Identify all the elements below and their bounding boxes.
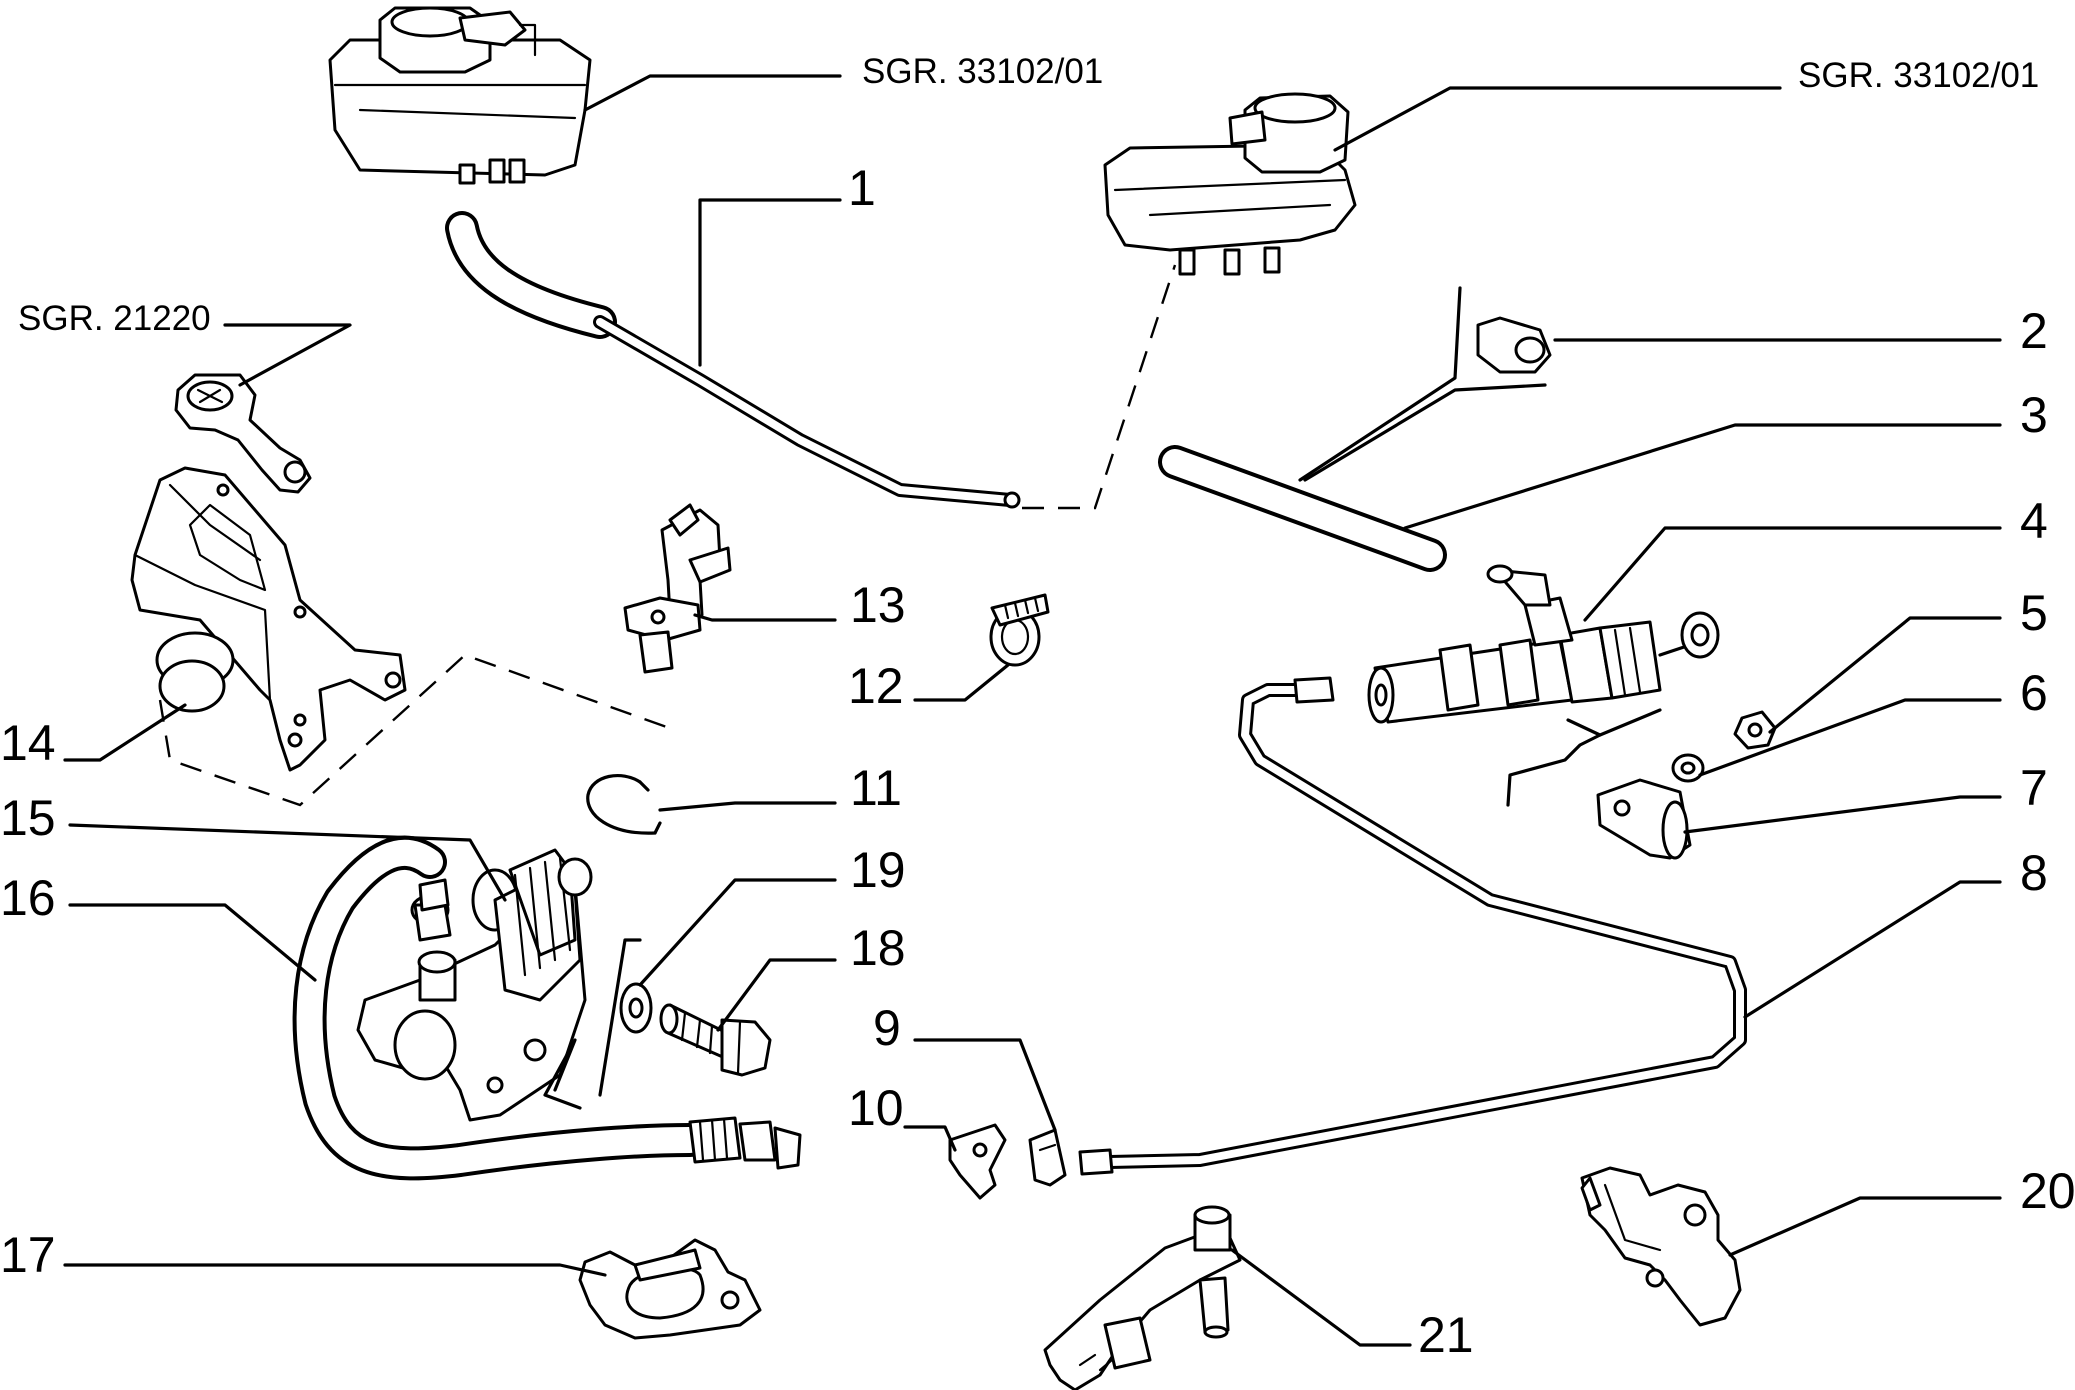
leader-15-bracket-b	[598, 938, 642, 1097]
callout-21: 21	[1418, 1307, 1474, 1363]
part-3-hose	[1158, 445, 1447, 572]
leader-9	[913, 1038, 1057, 1132]
part-9-clip	[1028, 1128, 1067, 1187]
callout-7: 7	[2020, 760, 2048, 816]
callout-8: 8	[2020, 845, 2048, 901]
leader-5	[1768, 616, 2002, 734]
leader-reservoir-left	[583, 74, 842, 112]
part-14-pedal-bracket	[130, 466, 407, 772]
leader-11	[658, 801, 837, 812]
leader-15	[68, 823, 507, 902]
callout-14: 14	[0, 715, 56, 771]
leader-20	[1728, 1196, 2002, 1257]
part-1-feed-hose	[445, 211, 1021, 509]
callout-9: 9	[873, 1000, 901, 1056]
ref-label-pedal-lever: SGR. 21220	[18, 299, 211, 338]
callout-15: 15	[0, 790, 56, 846]
part-6-washer	[1671, 753, 1705, 783]
callout-3: 3	[2020, 387, 2048, 443]
leader-12	[913, 663, 1010, 702]
part-21-pivot-bracket	[1043, 1205, 1242, 1390]
reservoir-left	[328, 6, 592, 185]
part-18-bolt	[659, 1003, 772, 1077]
part-5-nut	[1733, 710, 1777, 750]
part-8-rigid-pipe	[1078, 676, 1747, 1176]
callout-20: 20	[2020, 1163, 2075, 1219]
part-12-hose-clamp	[989, 593, 1050, 667]
part-4-master-cylinder	[1367, 564, 1720, 724]
leader-10	[903, 1125, 957, 1152]
callout-12: 12	[848, 658, 904, 714]
callout-10: 10	[848, 1080, 904, 1136]
callout-17: 17	[0, 1227, 56, 1283]
bracket-line-2	[1298, 286, 1462, 482]
dashed-link-bracket	[158, 653, 676, 807]
reservoir-right	[1103, 92, 1357, 276]
leader-18	[716, 958, 837, 1032]
callout-2: 2	[2020, 303, 2048, 359]
callout-19: 19	[850, 842, 906, 898]
callout-6: 6	[2020, 665, 2048, 721]
leader-4-bracket	[1566, 708, 1662, 737]
leader-17	[63, 1263, 607, 1277]
ref-label-reservoir-left: SGR. 33102/01	[862, 52, 1103, 91]
leader-4-bracket-b	[1506, 733, 1602, 807]
leader-21	[1230, 1248, 1412, 1347]
callout-16: 16	[0, 870, 56, 926]
part-20-bracket	[1580, 1166, 1742, 1327]
callout-18: 18	[850, 920, 906, 976]
dashed-link-reservoir	[1022, 264, 1177, 510]
callout-13: 13	[850, 577, 906, 633]
part-2-grommet	[1476, 316, 1552, 374]
ref-label-reservoir-right: SGR. 33102/01	[1798, 56, 2039, 95]
callout-4: 4	[2020, 493, 2048, 549]
pedal-lever	[174, 373, 312, 494]
part-16-flexible-hose	[292, 836, 802, 1181]
leader-16	[68, 903, 317, 982]
part-19-washer	[619, 982, 653, 1034]
leader-3	[1403, 423, 2002, 530]
leader-pedal-lever	[223, 323, 352, 387]
callout-5: 5	[2020, 585, 2048, 641]
part-13-pipe-clip	[623, 503, 732, 674]
leader-6	[1698, 698, 2002, 777]
callout-1: 1	[848, 160, 876, 216]
leader-19	[638, 878, 837, 987]
leader-1	[698, 198, 842, 367]
part-7-spacer	[1596, 778, 1692, 860]
leader-7	[1683, 795, 2002, 834]
part-11-circlip	[586, 773, 662, 835]
callout-11: 11	[850, 760, 902, 816]
bracket-line-2b	[1303, 383, 1547, 482]
leader-15-bracket	[543, 1038, 582, 1110]
leader-reservoir-right	[1333, 86, 1782, 152]
leader-8	[1743, 880, 2002, 1019]
leader-4	[1583, 526, 2002, 622]
leader-14	[63, 703, 187, 762]
part-17-hose-holder	[578, 1238, 762, 1340]
part-10-clip-bracket	[948, 1123, 1007, 1200]
part-15-slave-cylinder	[356, 848, 593, 1122]
leader-13	[693, 613, 837, 622]
